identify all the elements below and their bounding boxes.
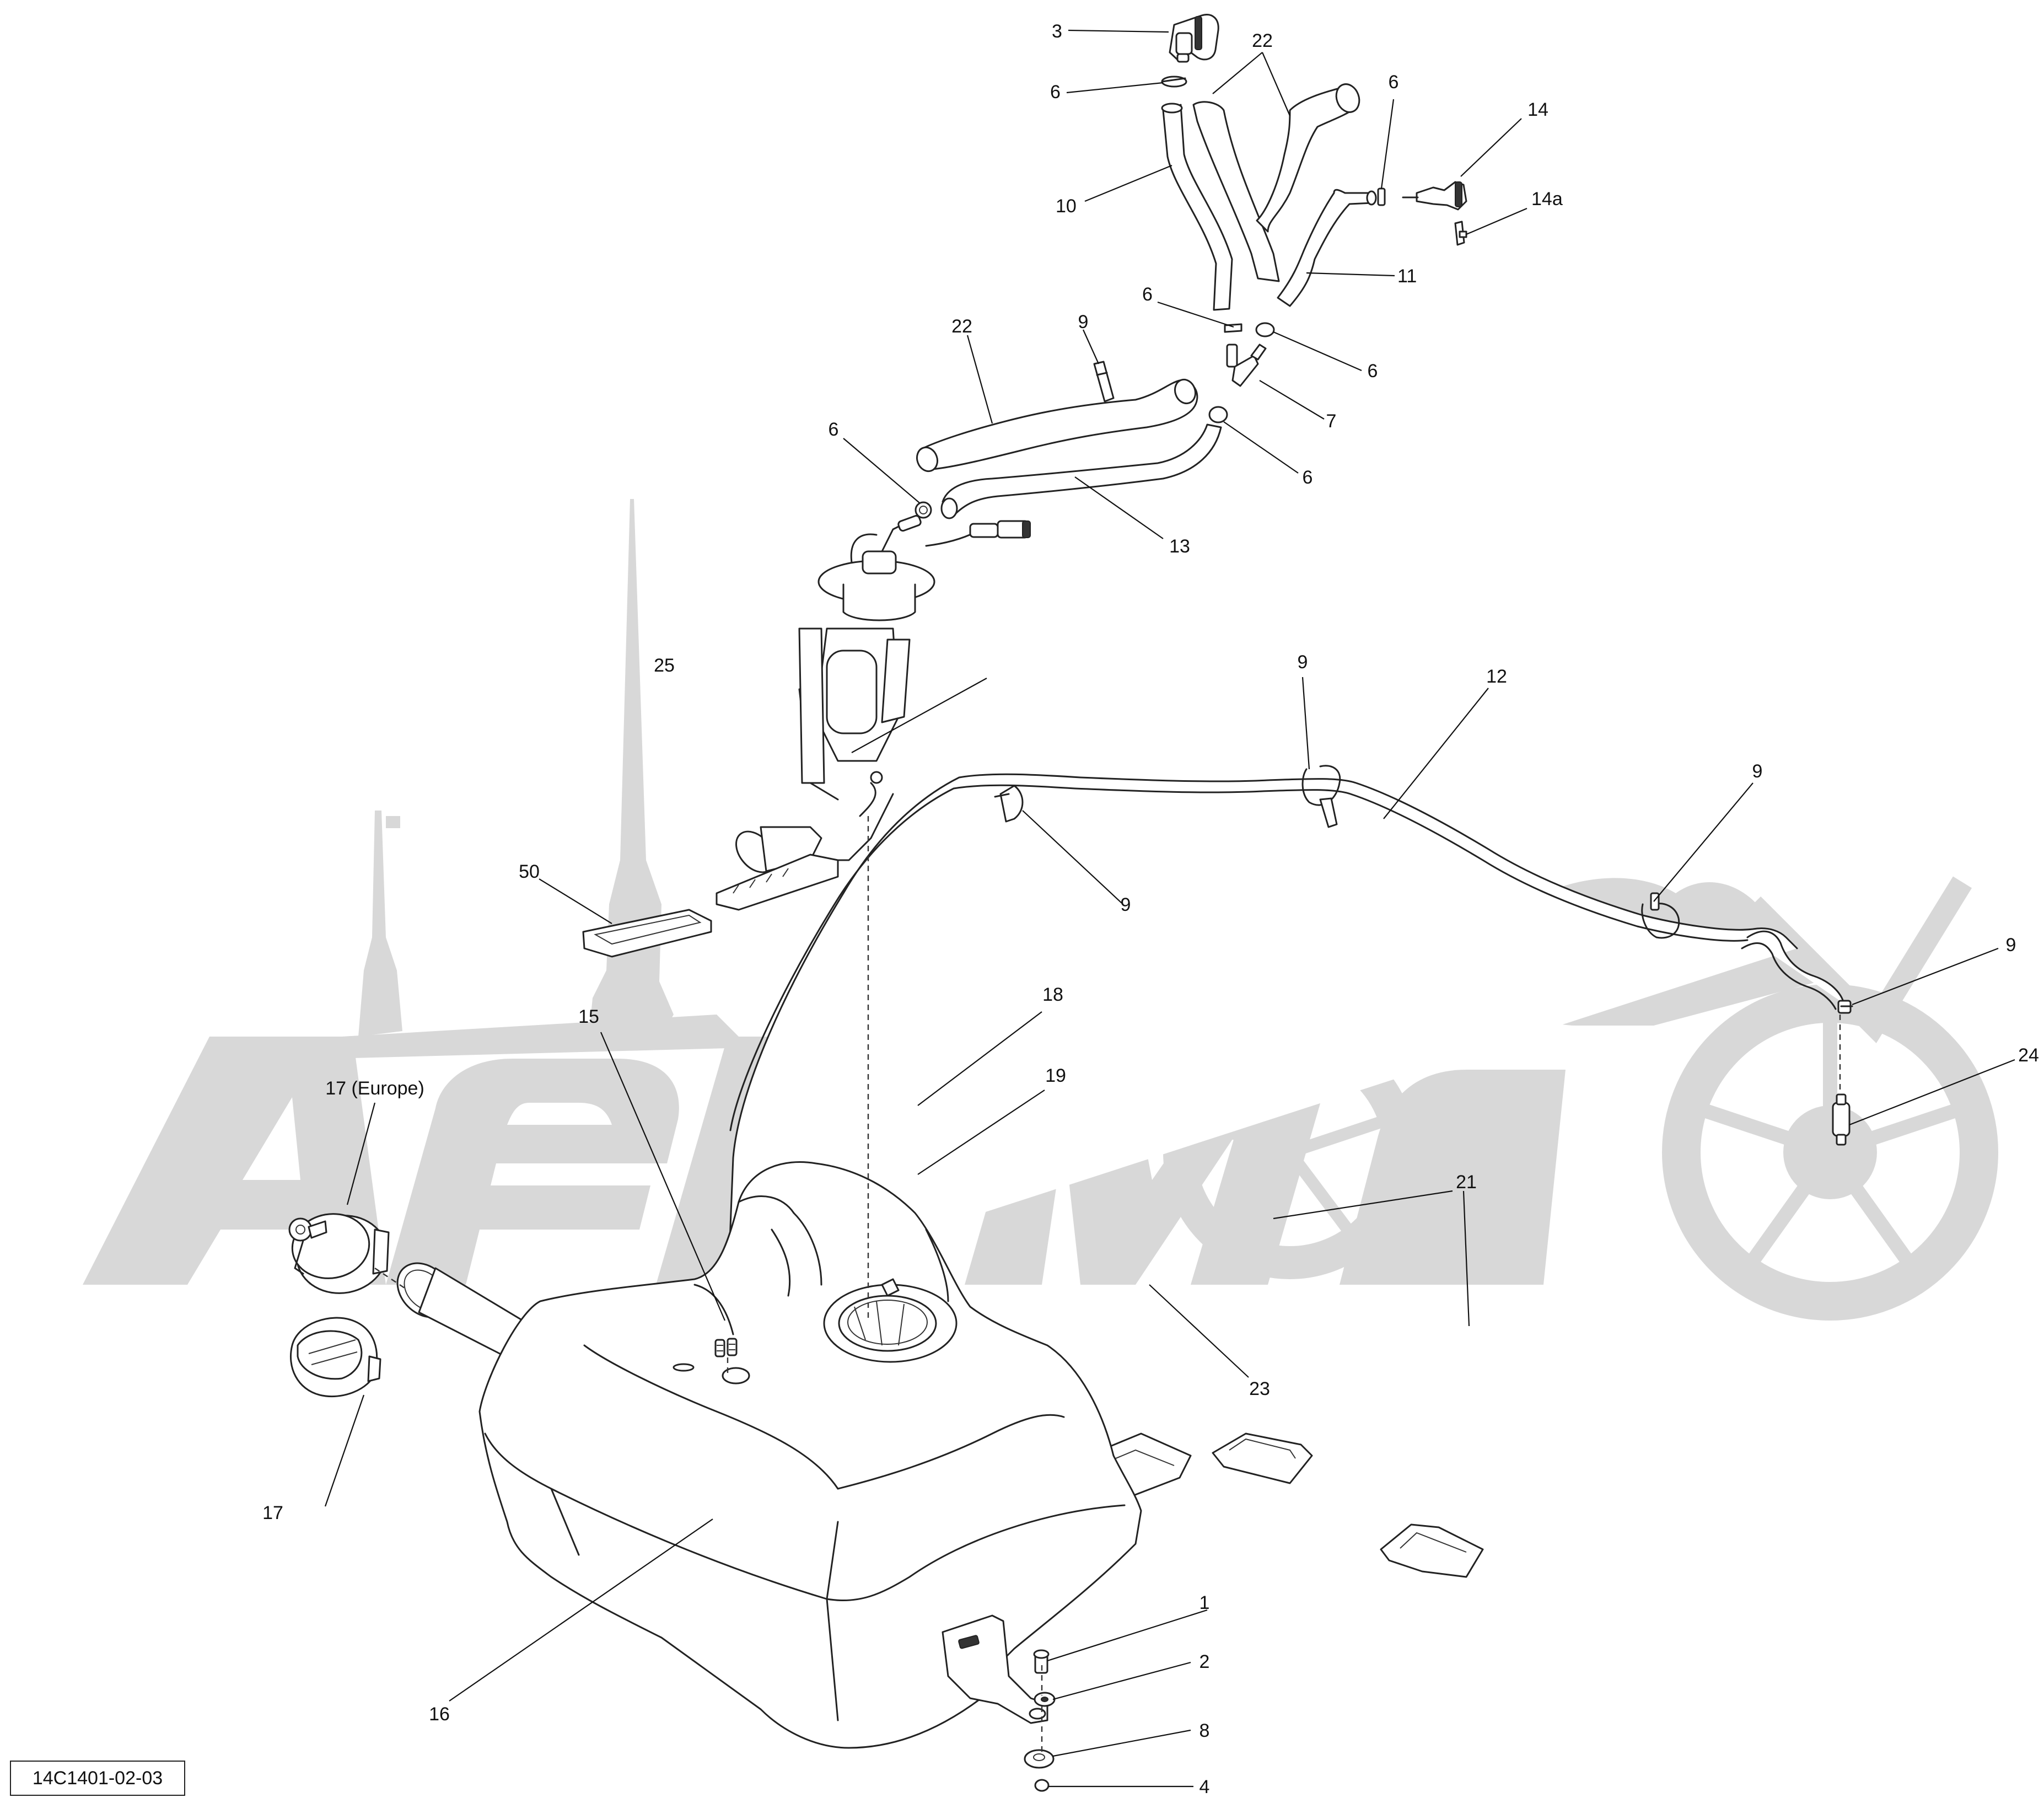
callout-12: 12: [1486, 666, 1507, 687]
callout-10: 10: [1056, 196, 1077, 217]
part-16-fuel-tank: [478, 1161, 1142, 1749]
callout-25: 25: [654, 655, 675, 676]
part-22-hose-upper: [1192, 83, 1360, 282]
part-9-clip-line-c: [1641, 892, 1680, 939]
callout-6: 6: [1050, 82, 1061, 103]
callout-14a: 14a: [1531, 189, 1563, 210]
callout-9: 9: [1752, 761, 1763, 782]
part-6-clamp-mid-right: [1255, 322, 1275, 337]
callout-14: 14: [1527, 99, 1548, 120]
part-17-europe-filler-cap: [288, 1213, 390, 1294]
part-6-clamp-mid-lower: [1208, 406, 1228, 423]
callout-22: 22: [1252, 30, 1273, 51]
assembly-lines: [374, 816, 1841, 1753]
part-11-hose: [1277, 189, 1377, 307]
callout-7: 7: [1326, 411, 1337, 432]
part-6-clamp-top: [1161, 76, 1187, 88]
callout-4: 4: [1199, 1777, 1210, 1797]
callout-17: 17: [262, 1502, 283, 1523]
callout-16: 16: [429, 1704, 450, 1725]
part-50-pad: [582, 909, 712, 958]
callout-3: 3: [1052, 21, 1062, 42]
callout-9: 9: [1298, 652, 1308, 673]
callout-50: 50: [519, 861, 540, 882]
part-25-fuel-pump: [716, 514, 1031, 911]
part-9-clip-line-b: [1301, 765, 1341, 828]
part-9-clip-line-a: [994, 785, 1024, 823]
part-14-connector: [1402, 181, 1467, 211]
callout-labels: 3 22 6 6 14 10 14a 11 6 22 9 6 7 6 6 13 …: [262, 21, 2039, 1797]
part-9-clip-upper: [1093, 361, 1115, 403]
part-4-nut: [1034, 1779, 1050, 1792]
part-10-hose: [1161, 103, 1233, 311]
callout-18: 18: [1042, 984, 1063, 1005]
callout-2: 2: [1199, 1651, 1210, 1672]
part-8-grommet: [1024, 1749, 1055, 1769]
part-6-clamp-mid-left: [1224, 323, 1242, 333]
callout-8: 8: [1199, 1720, 1210, 1741]
part-1-bolt: [1033, 1649, 1050, 1674]
part-17-filler-cap: [289, 1317, 381, 1398]
callout-6: 6: [1389, 72, 1399, 93]
callout-6: 6: [1142, 284, 1153, 305]
callout-11: 11: [1397, 266, 1417, 287]
part-6-clamp-right: [1377, 187, 1386, 206]
callout-13: 13: [1169, 536, 1190, 557]
part-13-hose: [940, 423, 1222, 519]
part-2-washer: [1034, 1692, 1056, 1707]
part-7-fitting: [1226, 344, 1267, 387]
callout-1: 1: [1199, 1592, 1210, 1613]
callout-15: 15: [578, 1006, 599, 1027]
part-14a-clip: [1454, 221, 1467, 246]
callout-6: 6: [1303, 467, 1313, 488]
part-22-hose-lower: [916, 378, 1198, 473]
part-9-clip-line-d: [1837, 1000, 1853, 1014]
callout-24: 24: [2018, 1045, 2039, 1066]
leader-lines: [324, 29, 2015, 1788]
callout-6: 6: [829, 419, 839, 440]
callout-9: 9: [2006, 935, 2016, 956]
callout-22: 22: [951, 316, 972, 337]
part-6-clamp-left: [915, 501, 932, 519]
callout-19: 19: [1045, 1065, 1066, 1086]
callout-9: 9: [1121, 894, 1131, 915]
diagram-code-label: 14C1401-02-03: [10, 1761, 185, 1796]
callout-6: 6: [1368, 361, 1378, 382]
callout-17-europe: 17 (Europe): [325, 1078, 424, 1099]
callout-21: 21: [1456, 1172, 1477, 1193]
part-24-filter: [1832, 1093, 1851, 1146]
part-21-pad-a: [1212, 1432, 1313, 1484]
part-3-connector: [1169, 14, 1219, 63]
callout-9: 9: [1078, 312, 1089, 332]
part-21-pad-b: [1380, 1523, 1484, 1578]
callout-23: 23: [1249, 1378, 1270, 1399]
